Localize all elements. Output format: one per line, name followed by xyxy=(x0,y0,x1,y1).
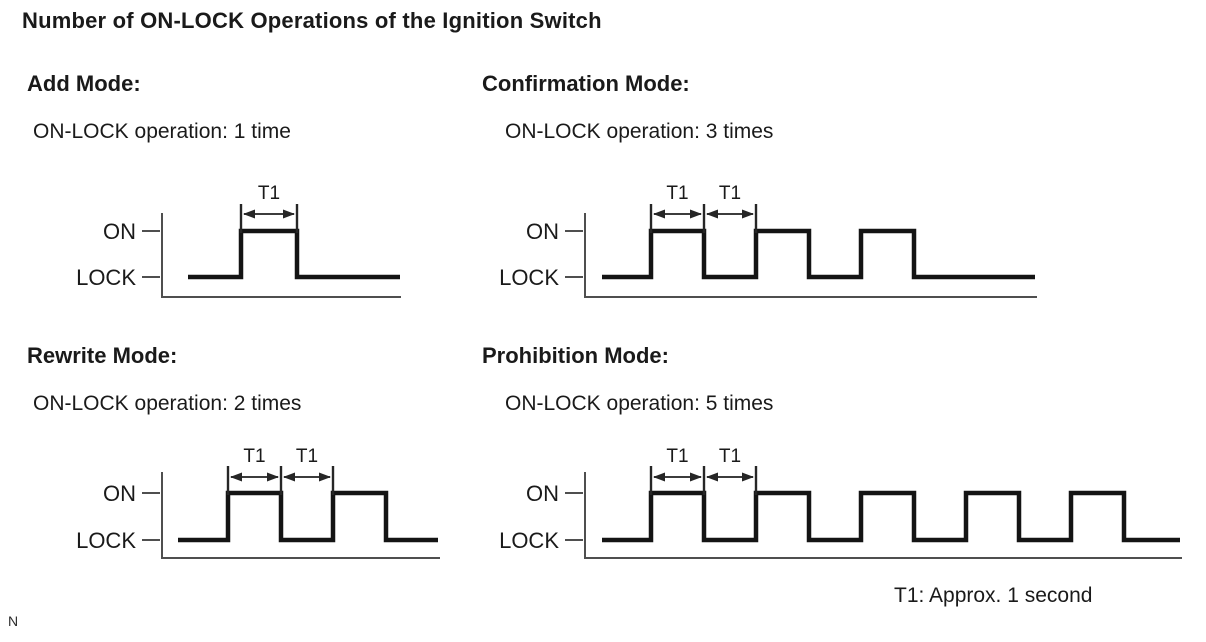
t1-arrowhead-left xyxy=(243,209,255,219)
t1-label: T1 xyxy=(719,183,741,204)
signal-trace xyxy=(188,228,400,280)
mode-header-add-mode: Add Mode: xyxy=(27,71,141,96)
t1-arrowhead-left xyxy=(706,472,718,482)
t1-arrowhead-right xyxy=(267,472,279,482)
t1-arrowhead-right xyxy=(690,209,702,219)
t1-label: T1 xyxy=(258,183,280,204)
t1-arrowhead-left xyxy=(653,209,665,219)
t1-arrowhead-left xyxy=(230,472,242,482)
t1-definition-note: T1: Approx. 1 second xyxy=(894,584,1093,607)
lock-label: LOCK xyxy=(76,265,136,290)
waveform-add-mode: ON LOCK T1 xyxy=(76,183,401,298)
t1-label: T1 xyxy=(243,446,265,467)
t1-label: T1 xyxy=(666,446,688,467)
t1-arrowhead-right xyxy=(742,209,754,219)
t1-arrowhead-right xyxy=(319,472,331,482)
lock-label: LOCK xyxy=(499,265,559,290)
t1-label: T1 xyxy=(666,183,688,204)
on-label: ON xyxy=(526,219,559,244)
mode-header-prohibition-mode: Prohibition Mode: xyxy=(482,343,669,368)
t1-label: T1 xyxy=(296,446,318,467)
t1-arrowhead-left xyxy=(283,472,295,482)
operation-count-rewrite-mode: ON-LOCK operation: 2 times xyxy=(33,392,302,415)
t1-label: T1 xyxy=(719,446,741,467)
waveform-prohibition-mode: ON LOCK T1 T1 xyxy=(499,446,1182,559)
operation-count-add-mode: ON-LOCK operation: 1 time xyxy=(33,120,291,143)
signal-trace xyxy=(178,490,438,543)
operation-count-prohibition-mode: ON-LOCK operation: 5 times xyxy=(505,392,774,415)
signal-trace xyxy=(602,228,1035,280)
lock-label: LOCK xyxy=(76,528,136,553)
t1-arrowhead-right xyxy=(283,209,295,219)
lock-label: LOCK xyxy=(499,528,559,553)
on-label: ON xyxy=(103,219,136,244)
on-label: ON xyxy=(103,481,136,506)
waveform-confirmation-mode: ON LOCK T1 T1 xyxy=(499,183,1037,298)
on-label: ON xyxy=(526,481,559,506)
t1-arrowhead-left xyxy=(706,209,718,219)
waveform-rewrite-mode: ON LOCK T1 T1 xyxy=(76,446,440,559)
signal-trace xyxy=(602,490,1180,543)
mode-header-rewrite-mode: Rewrite Mode: xyxy=(27,343,178,368)
operation-count-confirmation-mode: ON-LOCK operation: 3 times xyxy=(505,120,774,143)
t1-arrowhead-right xyxy=(690,472,702,482)
page-title: Number of ON-LOCK Operations of the Igni… xyxy=(22,8,602,33)
page-marker: N xyxy=(8,613,19,629)
mode-header-confirmation-mode: Confirmation Mode: xyxy=(482,71,690,96)
t1-arrowhead-left xyxy=(653,472,665,482)
t1-arrowhead-right xyxy=(742,472,754,482)
